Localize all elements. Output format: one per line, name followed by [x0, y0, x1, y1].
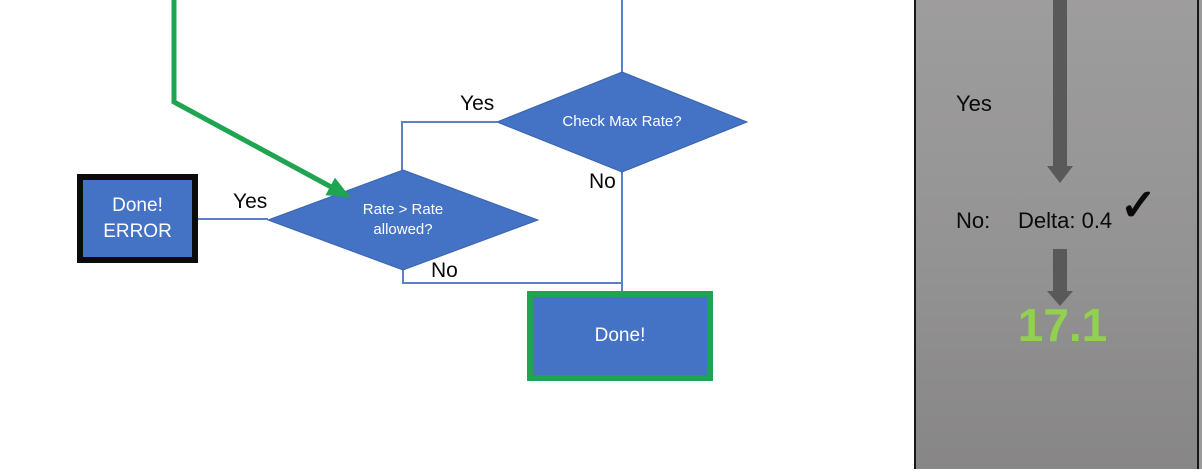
edge-label-rate-allowed-yes: Yes — [233, 190, 268, 213]
done-error-line2: ERROR — [103, 220, 172, 242]
result-value: 17.1 — [1017, 299, 1108, 351]
result-arrow-head-icon — [1047, 291, 1073, 306]
decision-rate-allowed: Rate > Rate allowed? — [362, 201, 444, 238]
down-arrow-head-icon — [1047, 166, 1073, 183]
decision-check-max-rate-shape — [495, 71, 749, 173]
side-panel: Yes No: Delta: 0.4 ✓ 17.1 — [914, 0, 1199, 469]
edge-rate-no — [402, 268, 621, 284]
panel-edge-strip — [1199, 0, 1202, 469]
down-arrow-icon — [1053, 0, 1067, 166]
green-path-arrow — [171, 0, 351, 198]
checkmark-icon: ✓ — [1120, 181, 1157, 230]
done-error-box: Done! ERROR — [77, 174, 198, 263]
done-label: Done! — [594, 325, 646, 346]
done-box: Done! — [527, 291, 713, 381]
edge-label-check-max-yes: Yes — [460, 92, 495, 115]
result-arrow-icon — [1053, 249, 1067, 291]
edge-check-max-yes — [401, 121, 497, 170]
panel-no-label: No: — [956, 208, 991, 233]
decision-check-max-rate: Check Max Rate? — [562, 113, 682, 130]
edge-label-rate-allowed-no: No — [431, 259, 458, 282]
panel-yes-label: Yes — [956, 91, 992, 116]
panel-delta-value: Delta: 0.4 — [1018, 208, 1113, 233]
edge-label-check-max-no: No — [589, 170, 616, 193]
done-error-line1: Done! — [112, 194, 163, 216]
